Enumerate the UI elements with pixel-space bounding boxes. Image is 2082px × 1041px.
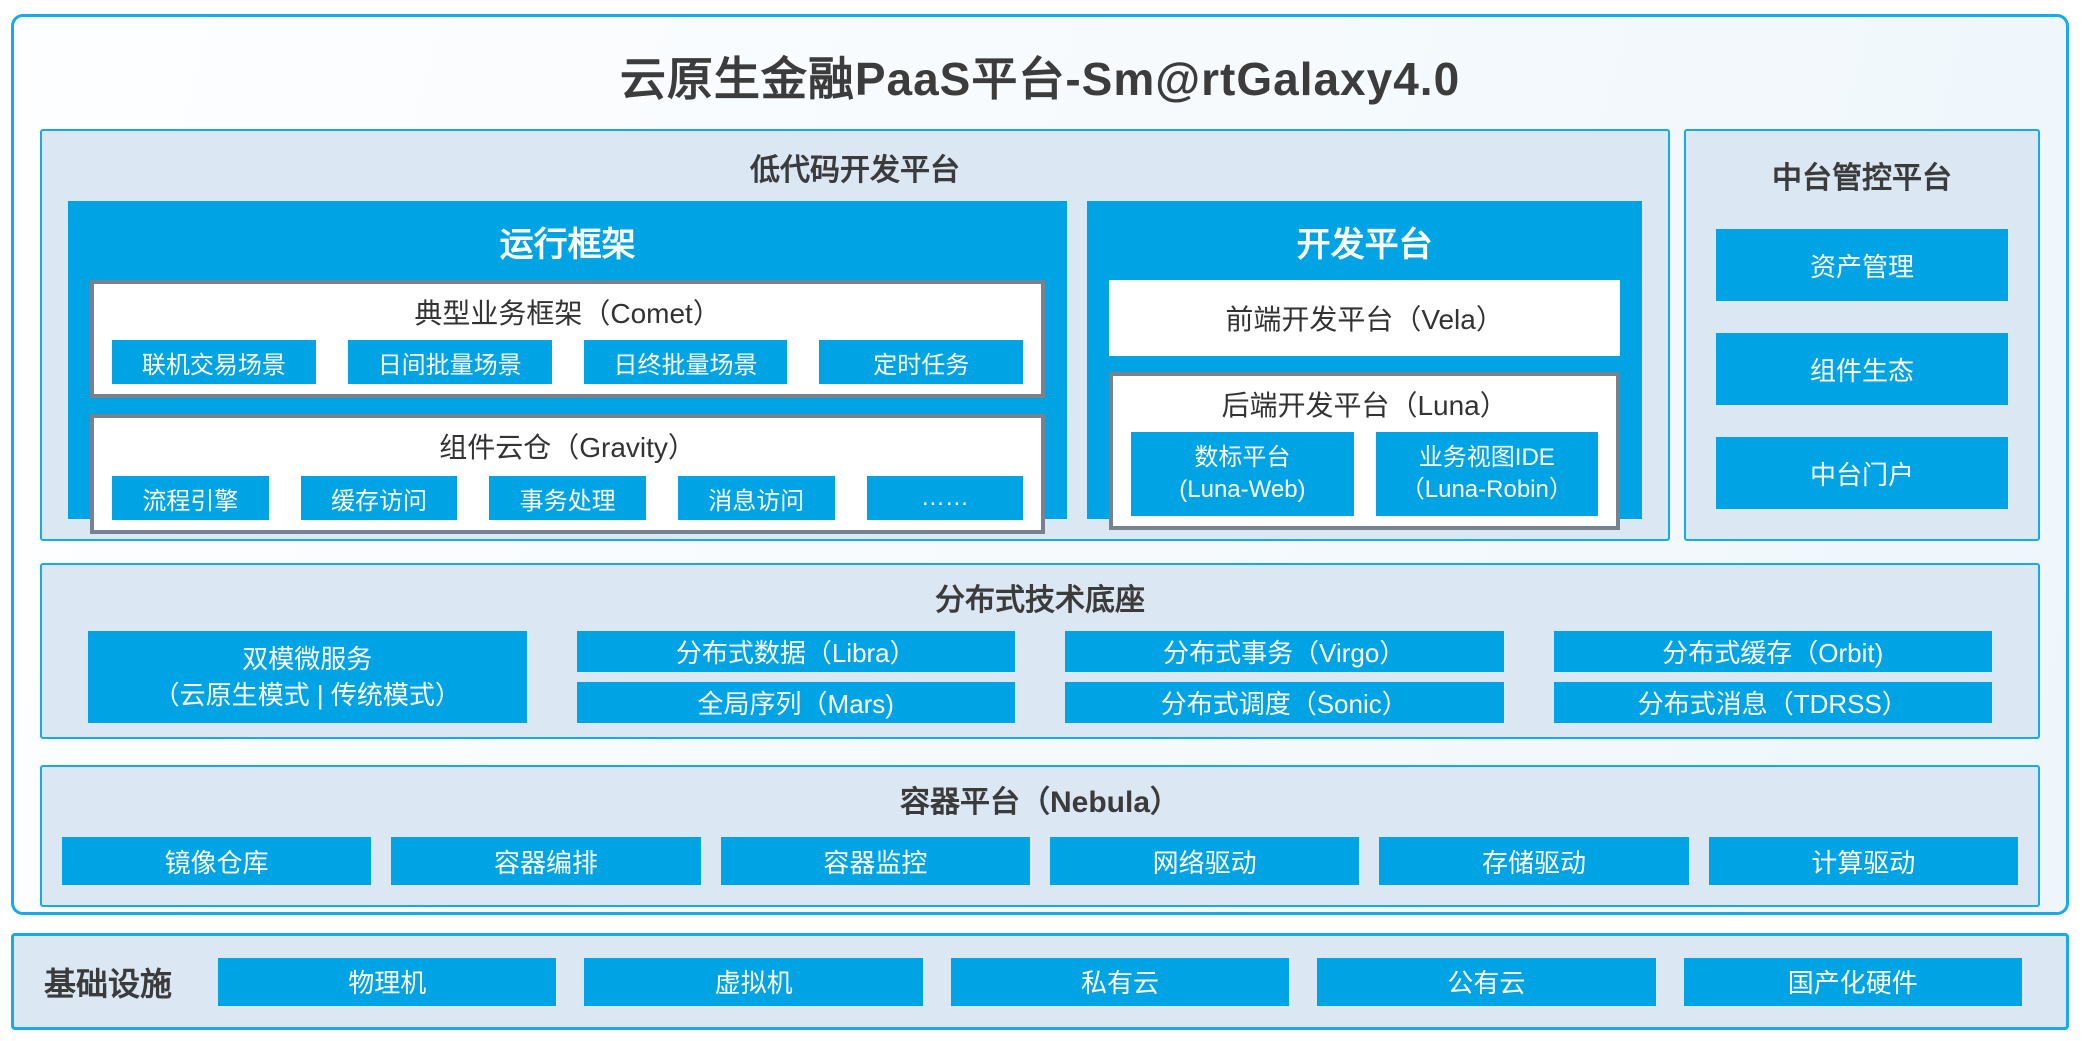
runtime-framework-title: 运行框架 xyxy=(499,226,636,264)
gravity-item: 流程引擎 xyxy=(112,476,269,520)
luna-web-code: (Luna-Web) xyxy=(1179,476,1306,503)
lowcode-platform-header: 低代码开发平台 xyxy=(750,154,960,187)
dev-platform-panel: 开发平台 前端开发平台（Vela） 后端开发平台（Luna） 数标平台 (Lun… xyxy=(1087,201,1642,530)
container-platform-header: 容器平台（Nebula） xyxy=(899,786,1181,819)
distributed-item: 分布式数据（Libra） xyxy=(576,631,1015,672)
midplatform-items: 资产管理 组件生态 中台门户 xyxy=(1716,229,2008,509)
midplatform-item: 组件生态 xyxy=(1716,333,2008,405)
infrastructure-item: 公有云 xyxy=(1317,957,1656,1006)
top-row: 低代码开发平台 运行框架 典型业务框架（Comet） 联机交易场景 日间批量场景… xyxy=(40,129,2040,541)
distributed-item: 分布式消息（TDRSS） xyxy=(1553,682,1992,723)
comet-framework-box: 典型业务框架（Comet） 联机交易场景 日间批量场景 日终批量场景 定时任务 xyxy=(90,280,1046,398)
dual-mode-line2: （云原生模式 | 传统模式） xyxy=(153,680,461,710)
lowcode-panels: 运行框架 典型业务框架（Comet） 联机交易场景 日间批量场景 日终批量场景 … xyxy=(68,201,1642,534)
midplatform-item: 资产管理 xyxy=(1716,229,2008,301)
comet-item: 日终批量场景 xyxy=(583,340,788,384)
luna-robin-item: 业务视图IDE （Luna-Robin） xyxy=(1375,432,1599,516)
gravity-item: 缓存访问 xyxy=(300,476,458,520)
container-platform-item: 计算驱动 xyxy=(1708,837,2018,885)
luna-backend-box: 后端开发平台（Luna） 数标平台 (Luna-Web) 业务视图IDE （Lu… xyxy=(1109,372,1620,530)
container-platform-item: 容器监控 xyxy=(720,837,1030,885)
dual-mode-line1: 双模微服务 xyxy=(242,643,373,674)
infrastructure-items: 物理机 虚拟机 私有云 公有云 国产化硬件 xyxy=(218,957,2022,1006)
gravity-title: 组件云仓（Gravity） xyxy=(439,432,696,463)
gravity-items: 流程引擎 缓存访问 事务处理 消息访问 …… xyxy=(112,476,1024,520)
comet-items: 联机交易场景 日间批量场景 日终批量场景 定时任务 xyxy=(112,340,1024,384)
distributed-item: 分布式调度（Sonic） xyxy=(1065,682,1504,723)
distributed-base-box: 分布式技术底座 双模微服务 （云原生模式 | 传统模式） 分布式数据（Libra… xyxy=(40,563,2040,739)
dual-mode-microservice-item: 双模微服务 （云原生模式 | 传统模式） xyxy=(88,631,527,723)
luna-title: 后端开发平台（Luna） xyxy=(1221,390,1508,421)
infrastructure-item: 国产化硬件 xyxy=(1683,957,2022,1006)
luna-web-label: 数标平台 xyxy=(1194,443,1291,471)
midplatform-item: 中台门户 xyxy=(1716,437,2008,509)
gravity-item: …… xyxy=(866,476,1024,520)
container-platform-box: 容器平台（Nebula） 镜像仓库 容器编排 容器监控 网络驱动 存储驱动 计算… xyxy=(40,765,2040,907)
distributed-item: 全局序列（Mars) xyxy=(576,682,1015,723)
midplatform-header: 中台管控平台 xyxy=(1772,162,1952,195)
infrastructure-box: 基础设施 物理机 虚拟机 私有云 公有云 国产化硬件 xyxy=(11,933,2069,1030)
lowcode-platform-box: 低代码开发平台 运行框架 典型业务框架（Comet） 联机交易场景 日间批量场景… xyxy=(40,129,1670,541)
container-platform-item: 网络驱动 xyxy=(1049,837,1360,885)
distributed-item: 分布式缓存（Orbit) xyxy=(1553,631,1992,672)
luna-robin-label: 业务视图IDE xyxy=(1418,443,1555,471)
infrastructure-item: 私有云 xyxy=(950,957,1290,1006)
container-platform-item: 容器编排 xyxy=(391,837,701,885)
platform-diagram-container: 云原生金融PaaS平台-Sm@rtGalaxy4.0 低代码开发平台 运行框架 … xyxy=(11,14,2069,915)
page-title: 云原生金融PaaS平台-Sm@rtGalaxy4.0 xyxy=(619,53,1461,105)
comet-item: 定时任务 xyxy=(819,340,1024,384)
distributed-base-header: 分布式技术底座 xyxy=(935,584,1145,617)
gravity-item: 消息访问 xyxy=(677,476,835,520)
distributed-grid: 双模微服务 （云原生模式 | 传统模式） 分布式数据（Libra） 全局序列（M… xyxy=(88,631,1992,723)
luna-robin-code: （Luna-Robin） xyxy=(1400,476,1573,503)
container-platform-item: 镜像仓库 xyxy=(62,837,372,885)
comet-item: 日间批量场景 xyxy=(347,340,552,384)
comet-item: 联机交易场景 xyxy=(112,340,316,384)
gravity-warehouse-box: 组件云仓（Gravity） 流程引擎 缓存访问 事务处理 消息访问 …… xyxy=(90,414,1046,534)
container-platform-item: 存储驱动 xyxy=(1379,837,1689,885)
midplatform-control-box: 中台管控平台 资产管理 组件生态 中台门户 xyxy=(1684,129,2040,541)
infrastructure-item: 虚拟机 xyxy=(584,957,923,1006)
container-platform-items: 镜像仓库 容器编排 容器监控 网络驱动 存储驱动 计算驱动 xyxy=(62,833,2018,889)
infrastructure-header: 基础设施 xyxy=(44,965,173,1002)
infrastructure-item: 物理机 xyxy=(218,957,557,1006)
dev-platform-title: 开发平台 xyxy=(1296,226,1433,264)
luna-items: 数标平台 (Luna-Web) 业务视图IDE （Luna-Robin） xyxy=(1131,432,1599,516)
distributed-item: 分布式事务（Virgo） xyxy=(1065,631,1504,672)
vela-frontend-box: 前端开发平台（Vela） xyxy=(1109,280,1620,356)
gravity-item: 事务处理 xyxy=(489,476,646,520)
runtime-framework-panel: 运行框架 典型业务框架（Comet） 联机交易场景 日间批量场景 日终批量场景 … xyxy=(68,201,1068,534)
comet-title: 典型业务框架（Comet） xyxy=(414,298,721,329)
luna-web-item: 数标平台 (Luna-Web) xyxy=(1131,432,1354,516)
